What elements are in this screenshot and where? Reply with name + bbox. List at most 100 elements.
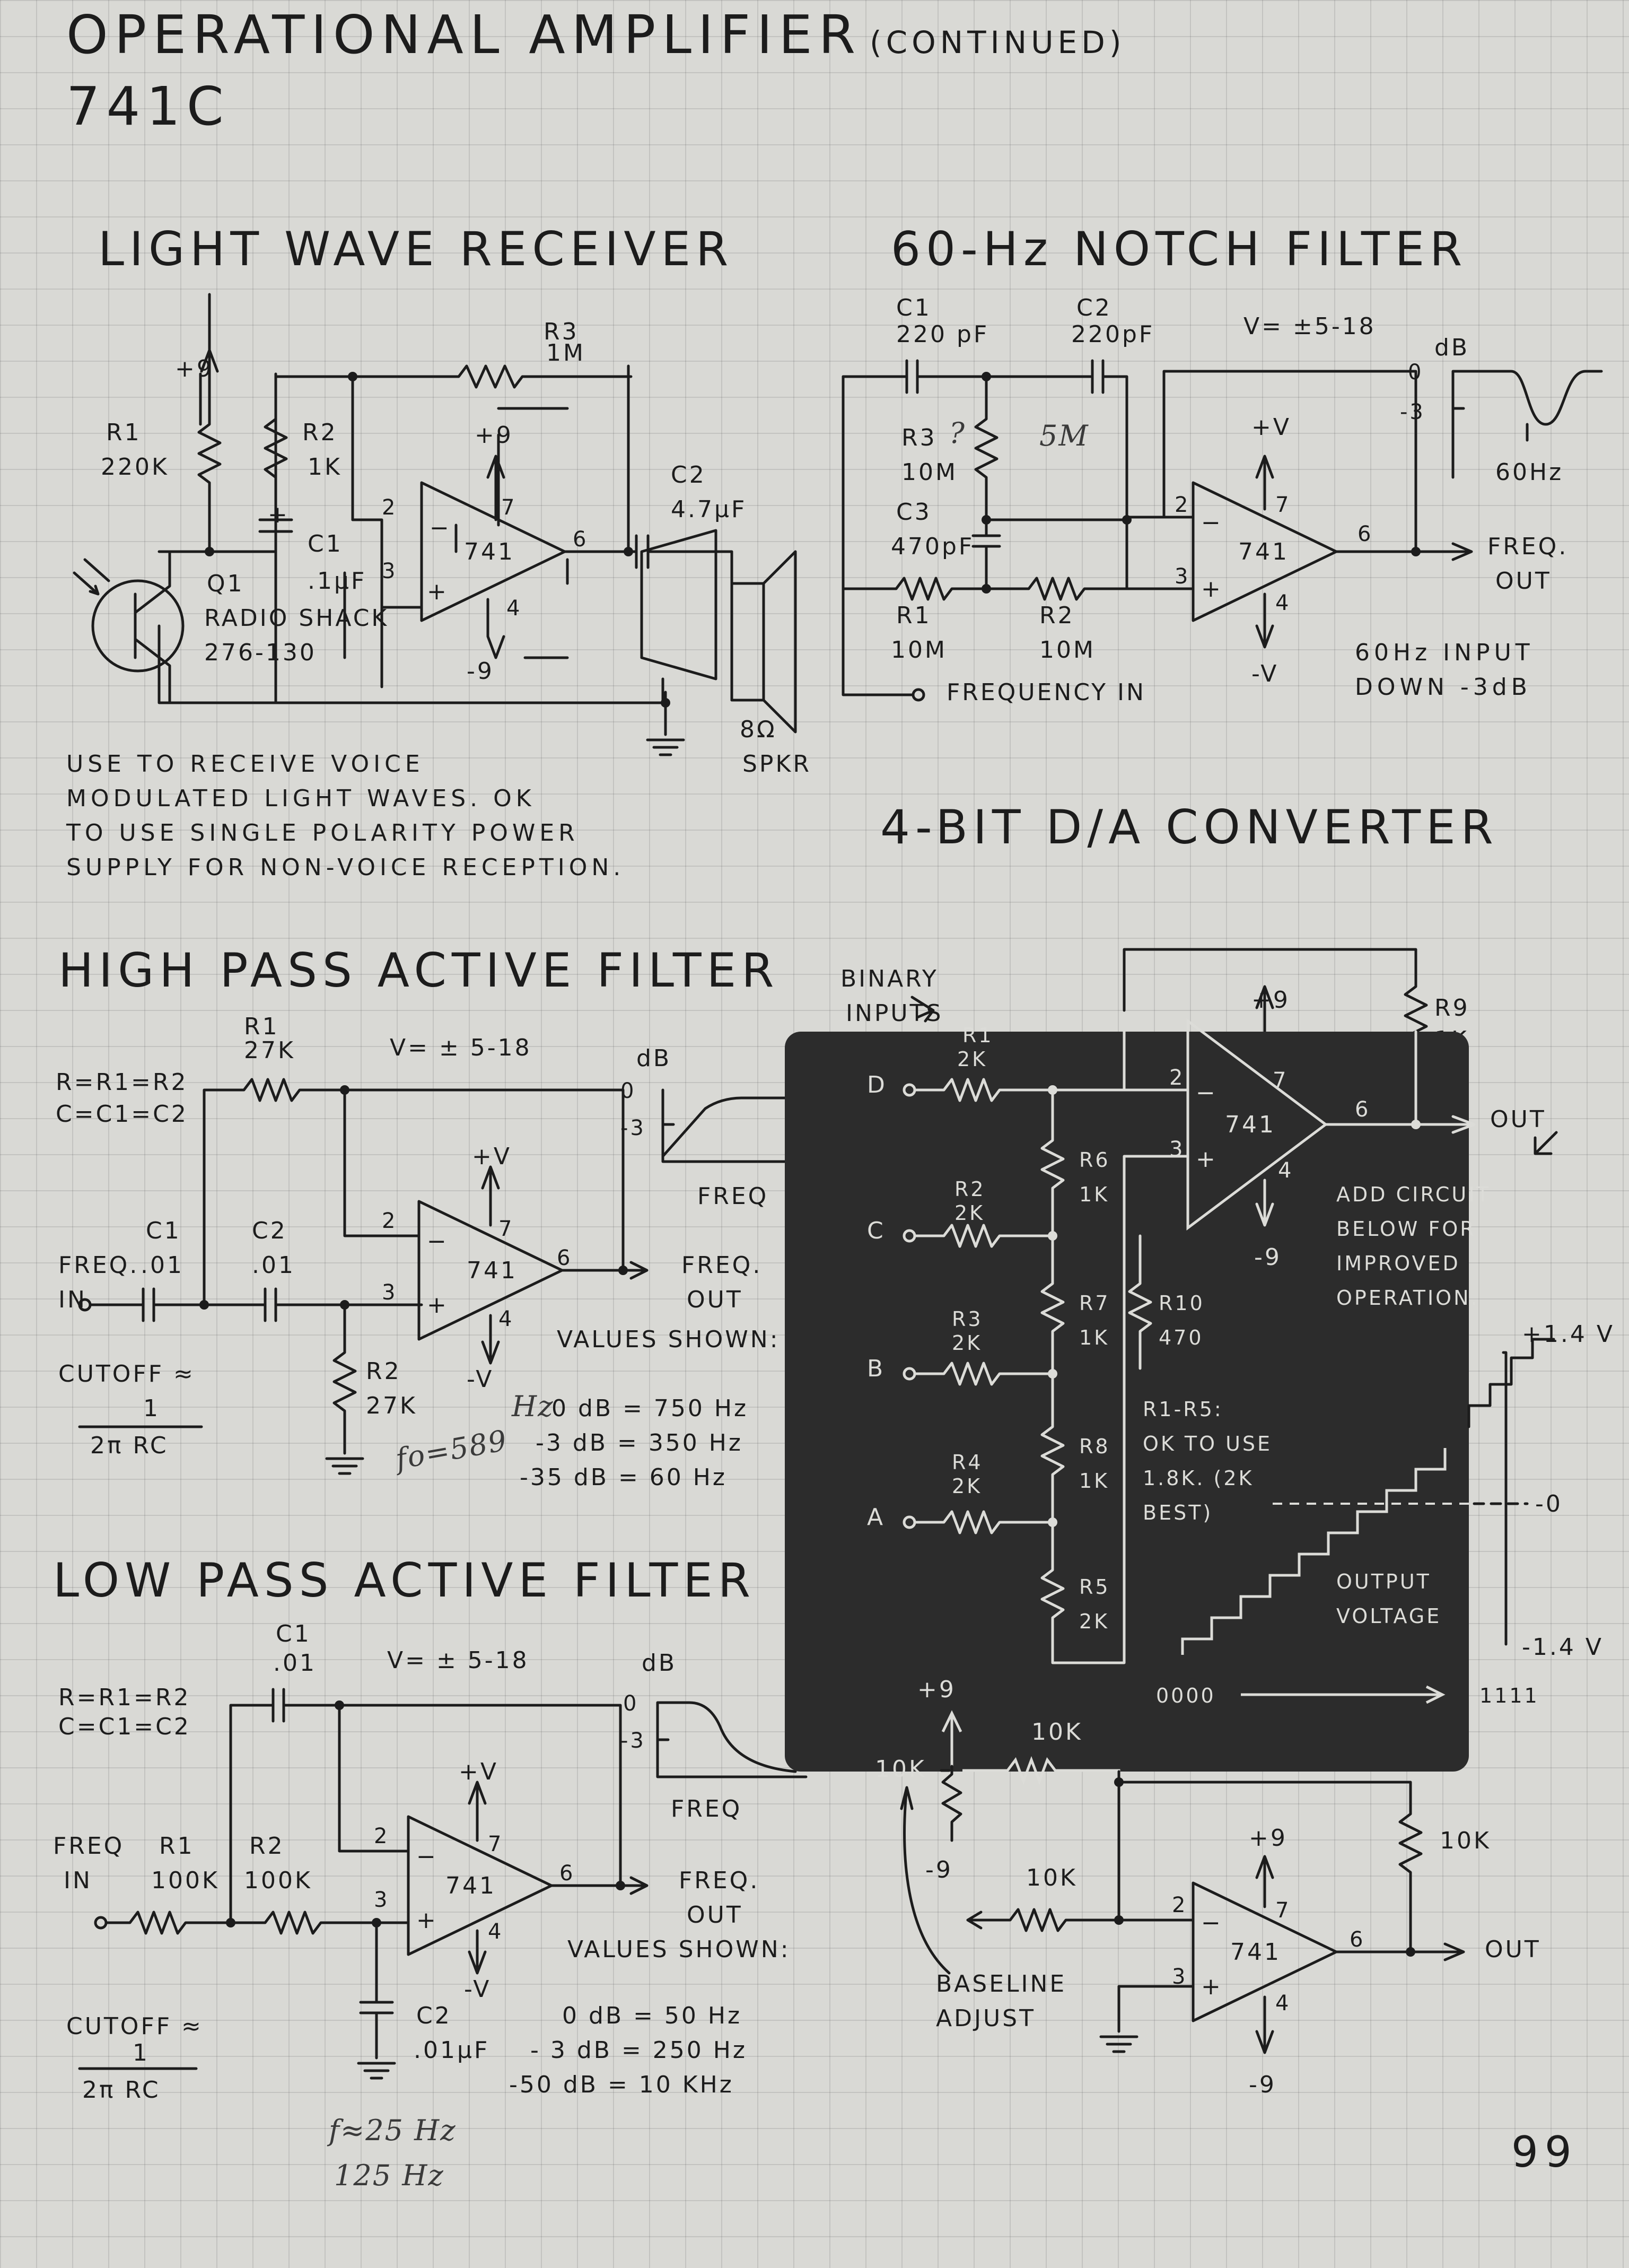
- notch-note-1: 60Hz INPUT: [1355, 639, 1534, 666]
- pin-4-receiver: 4: [506, 596, 522, 621]
- dark-overlay-patch: [785, 1032, 1469, 1772]
- opamp-label-lp: 741: [445, 1872, 496, 1899]
- notch-note-2: DOWN -3dB: [1355, 674, 1531, 701]
- pin-4-lp: 4: [488, 1920, 503, 1944]
- notch-resistor-r3: [974, 375, 1128, 521]
- label-lp-v3: -50 dB = 10 KHz: [509, 2071, 734, 2098]
- label-hp-plus-v: +V: [472, 1143, 512, 1170]
- label-notch-c2-val: 220pF: [1071, 321, 1154, 348]
- label-hp-v2: -3 dB = 350 Hz: [536, 1429, 743, 1456]
- lp-supply-arrows: [468, 1781, 487, 1975]
- dac-resistor-network: [913, 1030, 1476, 1664]
- pin-4-dac: 4: [1278, 1158, 1293, 1183]
- label-hp-c1: C1: [146, 1217, 181, 1244]
- minus-dac: −: [1196, 1079, 1218, 1106]
- minus-lp: −: [416, 1843, 438, 1870]
- pin-2-dac: 2: [1169, 1066, 1185, 1090]
- dac-staircase-side: [1502, 1351, 1508, 1646]
- page-title: OPERATIONAL AMPLIFIER: [66, 4, 862, 66]
- label-hp-graph-x: FREQ: [697, 1183, 768, 1210]
- label-plus9-a: +9: [175, 355, 214, 382]
- label-notch-r3-val: 10M: [901, 459, 958, 486]
- baseline-supply-arrows: [1255, 1855, 1274, 2054]
- pin-2-hp: 2: [382, 1209, 397, 1233]
- speaker-icon: [725, 550, 797, 734]
- label-c1: C1: [308, 530, 343, 557]
- label-lp-eq1: R=R1=R2: [58, 1684, 190, 1711]
- plus-lp: +: [416, 1907, 438, 1934]
- minus-notch: −: [1201, 509, 1223, 536]
- label-hp-v1: 0 dB = 750 Hz: [551, 1395, 748, 1422]
- notch-caps-top: [842, 359, 1166, 519]
- label-r1: R1: [106, 419, 142, 446]
- capacitor-c2-and-output: [563, 534, 728, 569]
- label-hp-r1: R1: [244, 1013, 279, 1040]
- label-hp-frac-den: 2π RC: [90, 1432, 169, 1459]
- label-hp-db: dB: [636, 1045, 671, 1072]
- part-number: 741C: [66, 75, 230, 137]
- dac-out-arrow: [1534, 1131, 1558, 1155]
- label-dac-out: OUT: [1490, 1106, 1546, 1133]
- label-dac-r8: R8: [1079, 1435, 1110, 1458]
- label-r3-val: 1M: [546, 339, 585, 367]
- hp-resistor-r2: [332, 1303, 357, 1455]
- pin-6-baseline: 6: [1350, 1927, 1365, 1952]
- dac-add-note-1: ADD CIRCUIT: [1336, 1183, 1491, 1206]
- minus-receiver: −: [430, 514, 451, 542]
- label-hp-minus-v: -V: [467, 1366, 494, 1393]
- label-hp-v3: -35 dB = 60 Hz: [520, 1464, 727, 1491]
- lp-response-graph: [656, 1701, 808, 1778]
- dac-note-2: OK TO USE: [1143, 1432, 1272, 1455]
- label-dac-binary1: BINARY: [840, 965, 939, 992]
- label-r3: R3: [544, 318, 579, 345]
- notch-feedback: [1125, 370, 1417, 590]
- plus-dac: +: [1196, 1146, 1218, 1173]
- hp-response-graph: [661, 1088, 797, 1163]
- resistor-r1: [197, 407, 222, 556]
- arrow-plus9: [200, 348, 219, 410]
- label-c1-val: .1μF: [308, 568, 366, 595]
- label-dac-vmin: -1.4 V: [1522, 1634, 1604, 1661]
- label-notch-db-m3: -3: [1400, 400, 1425, 424]
- pin-6-receiver: 6: [573, 527, 588, 552]
- label-hp-c2-val: .01: [252, 1252, 295, 1279]
- hp-feedback-r1: [203, 1078, 625, 1306]
- label-hp-frac-num: 1: [143, 1395, 160, 1422]
- label-lp-r2: R2: [249, 1833, 285, 1860]
- label-q1-desc: RADIO SHACK: [204, 605, 389, 632]
- label-dac-plus9-top: +9: [1251, 987, 1290, 1014]
- label-notch-c1: C1: [896, 294, 932, 321]
- label-base-plus9: +9: [917, 1676, 956, 1703]
- resistor-r2: [264, 375, 354, 521]
- label-hp-c1-val: .01: [141, 1252, 184, 1279]
- arrow-binary-inputs: [910, 996, 935, 1023]
- label-notch-r2: R2: [1039, 602, 1075, 629]
- label-notch-c1-val: 220 pF: [896, 321, 989, 348]
- section-title-high-pass: HIGH PASS ACTIVE FILTER: [58, 943, 779, 998]
- label-lp-r1: R1: [159, 1833, 195, 1860]
- label-r2: R2: [302, 419, 338, 446]
- label-hp-db-0: 0: [620, 1079, 636, 1103]
- label-base-minus9: -9: [925, 1856, 953, 1883]
- capacitor-c1: [258, 518, 293, 553]
- label-plus9-b: +9: [475, 422, 513, 449]
- label-dac-r6: R6: [1079, 1148, 1110, 1172]
- section-title-light-wave-receiver: LIGHT WAVE RECEIVER: [98, 222, 733, 276]
- label-q1: Q1: [207, 570, 244, 597]
- label-hp-r1-val: 27K: [244, 1037, 295, 1064]
- hp-handwritten-fo: fo=589: [391, 1424, 510, 1477]
- notch-input-terminal: [912, 688, 925, 702]
- dac-plus9-arrow-top: [1255, 985, 1274, 1036]
- label-dac-r8-val: 1K: [1079, 1469, 1109, 1493]
- section-title-low-pass: LOW PASS ACTIVE FILTER: [53, 1553, 756, 1608]
- dac-junctions: [1048, 1085, 1421, 1527]
- label-hp-out2: OUT: [687, 1286, 743, 1313]
- baseline-pot-body: [940, 1765, 1120, 1842]
- label-dac-r3-val: 2K: [952, 1331, 982, 1355]
- label-dac-x1: 1111: [1479, 1684, 1539, 1707]
- label-lp-frac-den: 2π RC: [82, 2077, 161, 2104]
- dac-terminals: [903, 1083, 916, 1529]
- label-dac-vzero: -0: [1535, 1490, 1563, 1517]
- label-lp-minus-v: -V: [464, 1976, 491, 2003]
